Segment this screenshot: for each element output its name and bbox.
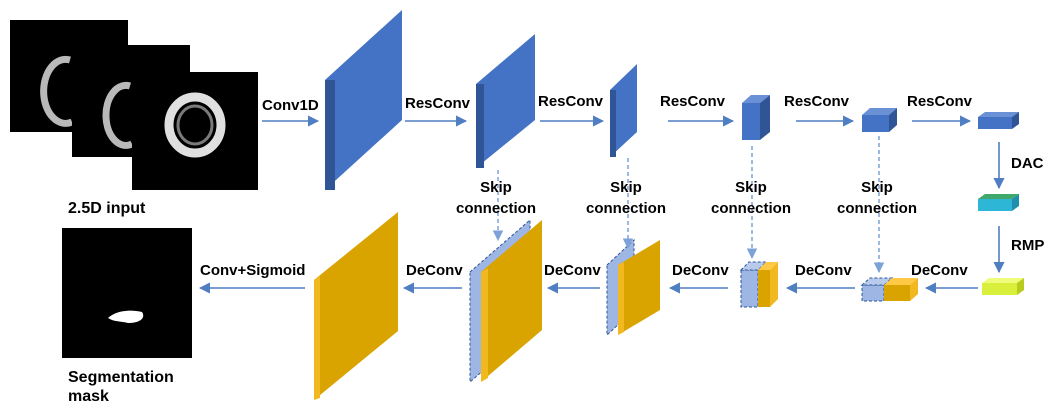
skip-label-3-line1: Skip — [735, 179, 767, 196]
label-deconv-1: DeConv — [911, 262, 968, 279]
label-resconv-5: ResConv — [907, 93, 973, 110]
label-conv-sigmoid: Conv+Sigmoid — [200, 262, 305, 279]
label-deconv-3: DeConv — [672, 262, 729, 279]
skip-label-4-line2: connection — [837, 200, 917, 217]
decoder-block-3 — [606, 238, 660, 337]
encoder-block-5 — [862, 108, 897, 132]
encoder-block-6 — [978, 112, 1019, 129]
output-mask — [62, 228, 192, 358]
input-label: 2.5D input — [68, 200, 146, 217]
skip-label-2-line1: Skip — [610, 179, 642, 196]
label-dac: DAC — [1011, 155, 1044, 172]
label-resconv-4: ResConv — [784, 93, 850, 110]
rmp-block — [982, 278, 1024, 295]
skip-label-4-line1: Skip — [861, 179, 893, 196]
skip-label-1-line2: connection — [456, 200, 536, 217]
output-label-line1: Segmentation — [68, 369, 174, 386]
label-rmp: RMP — [1011, 237, 1044, 254]
decoder-block-1 — [314, 212, 398, 400]
label-resconv-1: ResConv — [405, 95, 471, 112]
label-conv1d: Conv1D — [262, 97, 319, 114]
encoder-block-4 — [742, 95, 770, 140]
output-label-line2: mask — [68, 388, 109, 405]
encoder-block-3 — [610, 64, 637, 157]
label-resconv-3: ResConv — [660, 93, 726, 110]
input-slice-3 — [132, 72, 258, 190]
skip-label-1-line1: Skip — [480, 179, 512, 196]
decoder-block-2 — [469, 218, 542, 384]
encoder-block-1 — [325, 10, 402, 190]
label-deconv-2: DeConv — [795, 262, 852, 279]
skip-label-3-line2: connection — [711, 200, 791, 217]
dac-block — [978, 194, 1019, 211]
decoder-block-5 — [860, 277, 918, 302]
input-slices — [10, 20, 258, 190]
encoder-block-2 — [476, 34, 535, 168]
decoder-block-4 — [739, 261, 778, 308]
label-deconv-5: DeConv — [406, 262, 463, 279]
skip-label-2-line2: connection — [586, 200, 666, 217]
label-resconv-2: ResConv — [538, 93, 604, 110]
label-deconv-4: DeConv — [544, 262, 601, 279]
